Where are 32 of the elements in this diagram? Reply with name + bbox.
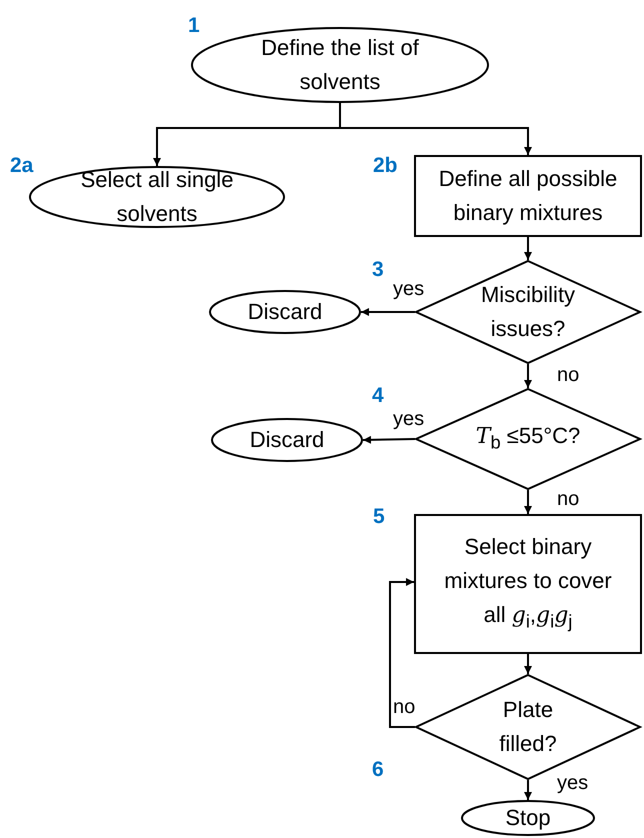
node-text: Select all single solvents xyxy=(80,166,234,228)
step-number: 6 xyxy=(372,758,384,782)
step-number: 2b xyxy=(373,154,398,178)
arrow xyxy=(339,103,532,155)
step-number: 3 xyxy=(372,258,384,282)
process-box xyxy=(414,155,642,237)
node-text: Miscibility issues? xyxy=(480,281,576,343)
node-text: T$_{b}$ ≤55°C? xyxy=(476,422,580,454)
node-text: Define all possible binary mixtures xyxy=(438,165,618,227)
terminal-oval xyxy=(211,418,363,462)
arrow xyxy=(524,237,532,260)
arrow xyxy=(362,436,416,444)
arrow xyxy=(524,780,532,800)
node-text: Stop xyxy=(505,804,551,832)
node-text: Select binary mixtures to cover all g$_{i}$,g$_{i}$g$_{j}$ xyxy=(443,532,613,634)
arrow xyxy=(524,490,532,514)
arrow xyxy=(361,308,415,316)
terminal-oval xyxy=(461,800,595,836)
node-text: Discard xyxy=(250,426,324,454)
step-number: 4 xyxy=(372,384,384,408)
arrow xyxy=(524,364,532,388)
step-number: 1 xyxy=(188,14,200,38)
terminal-oval xyxy=(209,290,361,334)
node-text: Define the list of solvents xyxy=(260,34,420,96)
process-box xyxy=(414,514,642,654)
step-number: 5 xyxy=(373,505,385,529)
decision-diamond xyxy=(415,674,641,780)
arrow xyxy=(524,654,532,674)
node-text: Plate filled? xyxy=(498,696,558,758)
node-text: Discard xyxy=(248,298,322,326)
arrow xyxy=(389,578,415,728)
step-number: 2a xyxy=(10,154,34,178)
